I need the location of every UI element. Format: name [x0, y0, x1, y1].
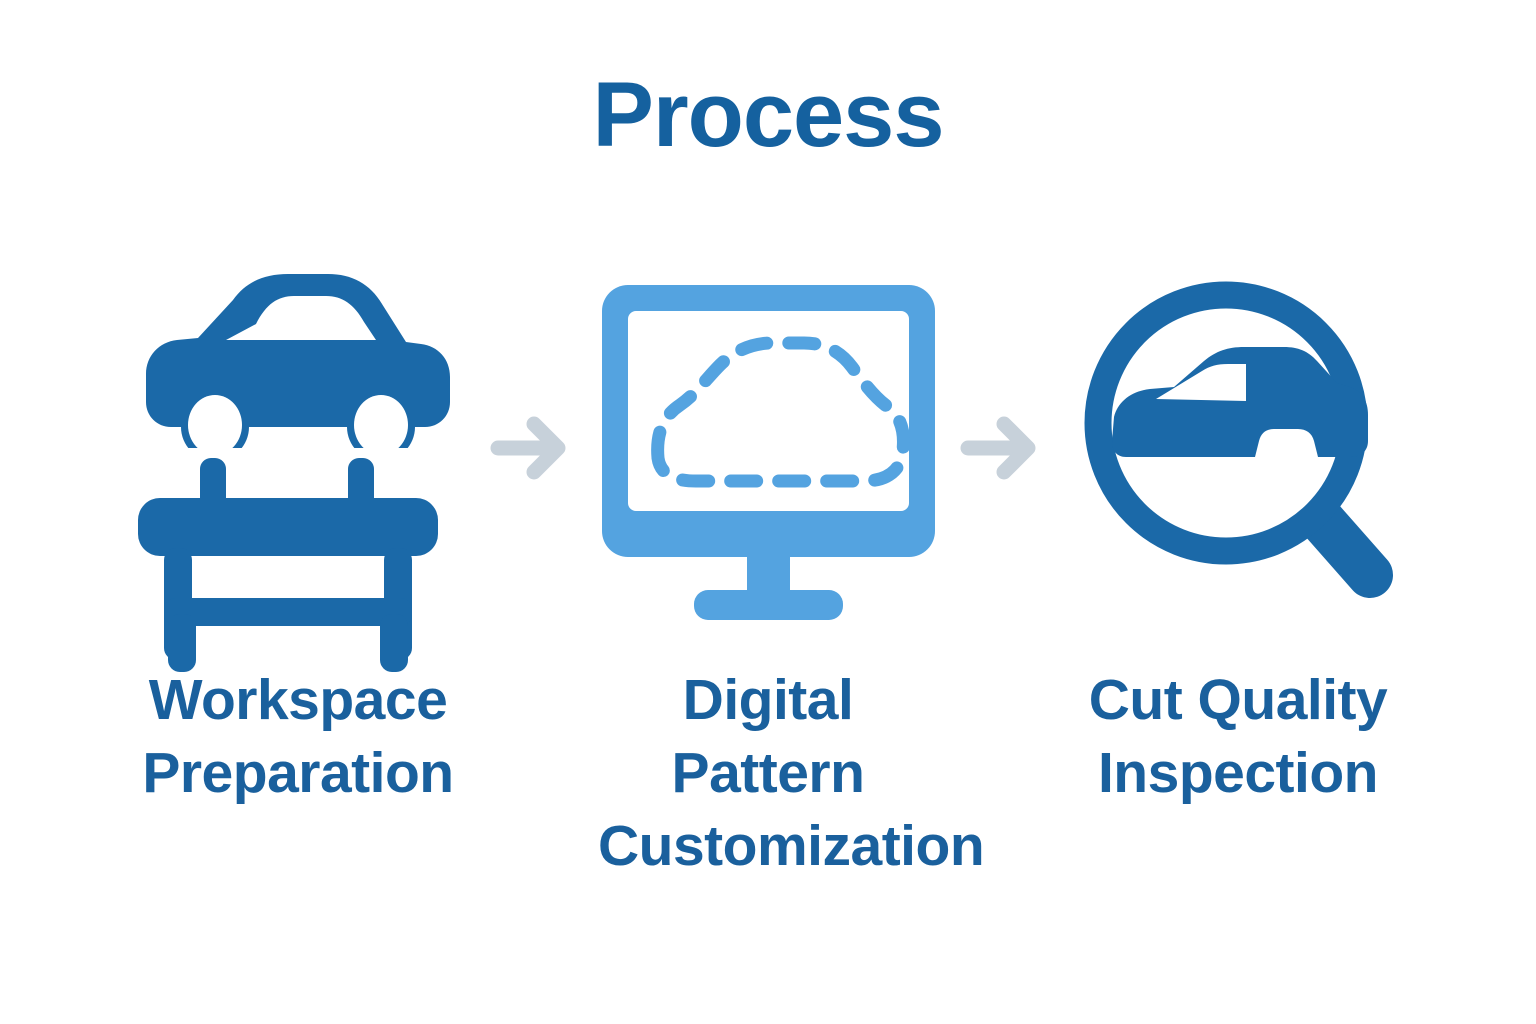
step-3-label-line2: Inspection: [1097, 740, 1379, 805]
bench-leg-right-lower: [380, 614, 408, 672]
dashed-car-outline: [650, 336, 910, 487]
step-1-label: Workspace Preparation: [142, 664, 454, 810]
magnifier-car-icon: [1084, 281, 1393, 598]
arrow-right-icon: [960, 416, 1036, 480]
process-step-cut-quality-inspection[interactable]: Cut Quality Inspection: [1058, 262, 1418, 810]
monitor-base: [693, 589, 843, 620]
car-window-cutout: [226, 296, 376, 340]
step-1-label-line1: Workspace: [148, 668, 448, 732]
step-2-label: Digital Pattern Customization: [598, 664, 985, 883]
inspected-car-window-cutout: [1156, 363, 1246, 401]
step-1-icon-wrap: [128, 262, 468, 672]
car-front-wheel-well: [188, 395, 242, 455]
step-2-icon-wrap: [598, 262, 938, 632]
process-steps-row: Workspace Preparation: [0, 262, 1536, 878]
bench-post-right: [348, 458, 374, 510]
bench-post-left: [200, 458, 226, 510]
monitor-dashed-car-pattern-icon: [601, 284, 935, 620]
inspected-car-silhouette: [1112, 346, 1368, 457]
bench-leg-left-lower: [168, 614, 196, 672]
process-step-workspace-preparation[interactable]: Workspace Preparation: [118, 262, 478, 810]
process-step-digital-pattern-customization[interactable]: Digital Pattern Customization: [588, 262, 985, 883]
connector-arrow-1-cell: [478, 262, 588, 632]
page-title: Process: [592, 64, 944, 166]
step-3-label: Cut Quality Inspection: [1089, 664, 1388, 810]
step-1-label-line2: Preparation: [142, 740, 454, 805]
bench-crossbar: [164, 598, 412, 626]
step-3-icon-wrap: [1068, 262, 1408, 632]
step-2-label-line1: Digital Pattern: [671, 668, 865, 805]
arrow-right-icon: [490, 416, 566, 480]
car-rear-wheel-well: [354, 395, 408, 455]
lift-bench: [138, 458, 438, 672]
bench-top-rail: [138, 498, 438, 556]
car-on-lift-icon: [138, 274, 450, 672]
step-2-label-line2: Customization: [598, 813, 985, 878]
step-3-label-line1: Cut Quality: [1088, 668, 1388, 732]
connector-arrow-2-cell: [948, 262, 1058, 632]
